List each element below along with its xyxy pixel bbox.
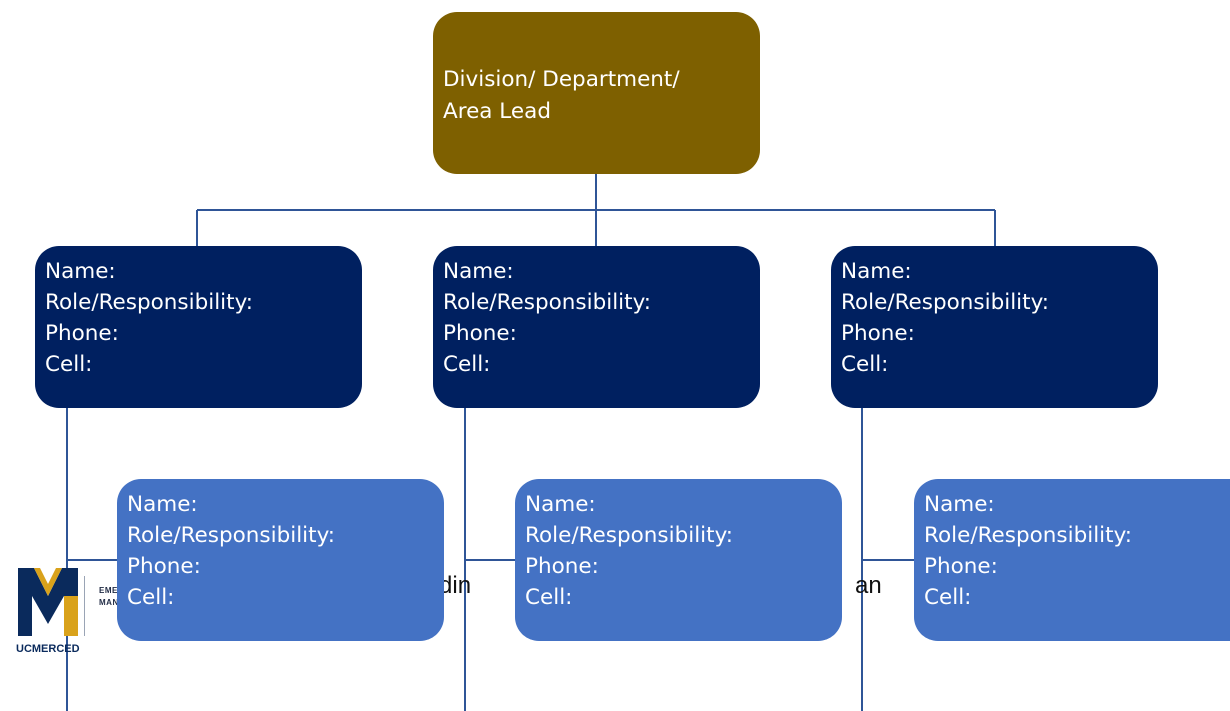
phone-field: Phone:: [924, 554, 998, 579]
lead-label-line2: Area Lead: [443, 99, 551, 124]
role-field: Role/Responsibility:: [127, 523, 335, 548]
background-title-right: an: [855, 572, 882, 599]
phone-field: Phone:: [841, 321, 915, 346]
phone-field: Phone:: [45, 321, 119, 346]
role-field: Role/Responsibility:: [841, 290, 1049, 315]
logo-mark-icon: UCMERCED: [16, 568, 80, 655]
logo-subtitle-line2: MAN: [99, 598, 119, 607]
cell-field: Cell:: [127, 585, 175, 610]
name-field: Name:: [45, 259, 116, 284]
phone-field: Phone:: [127, 554, 201, 579]
tier2-box-center[interactable]: Name: Role/Responsibility: Phone: Cell:: [433, 246, 760, 408]
ucmerced-logo: UCMERCED EMER MAN: [16, 566, 124, 666]
role-field: Role/Responsibility:: [45, 290, 253, 315]
lead-label-line1: Division/ Department/: [443, 67, 680, 92]
logo-subtitle-line1: EMER: [99, 586, 125, 595]
phone-field: Phone:: [443, 321, 517, 346]
tier2-box-left[interactable]: Name: Role/Responsibility: Phone: Cell:: [35, 246, 362, 408]
cell-field: Cell:: [443, 352, 491, 377]
name-field: Name:: [525, 492, 596, 517]
phone-field: Phone:: [525, 554, 599, 579]
logo-divider: [84, 576, 85, 636]
tier3-box-right[interactable]: Name: Role/Responsibility: Phone: Cell:: [914, 479, 1230, 641]
lead-box[interactable]: Division/ Department/ Area Lead: [433, 12, 760, 174]
tier3-box-center[interactable]: Name: Role/Responsibility: Phone: Cell:: [515, 479, 842, 641]
role-field: Role/Responsibility:: [924, 523, 1132, 548]
tier2-box-right[interactable]: Name: Role/Responsibility: Phone: Cell:: [831, 246, 1158, 408]
logo-wordmark: UCMERCED: [16, 643, 80, 655]
cell-field: Cell:: [841, 352, 889, 377]
role-field: Role/Responsibility:: [525, 523, 733, 548]
tier3-box-left[interactable]: Name: Role/Responsibility: Phone: Cell:: [117, 479, 444, 641]
name-field: Name:: [841, 259, 912, 284]
cell-field: Cell:: [525, 585, 573, 610]
name-field: Name:: [443, 259, 514, 284]
cell-field: Cell:: [924, 585, 972, 610]
role-field: Role/Responsibility:: [443, 290, 651, 315]
name-field: Name:: [924, 492, 995, 517]
name-field: Name:: [127, 492, 198, 517]
cell-field: Cell:: [45, 352, 93, 377]
